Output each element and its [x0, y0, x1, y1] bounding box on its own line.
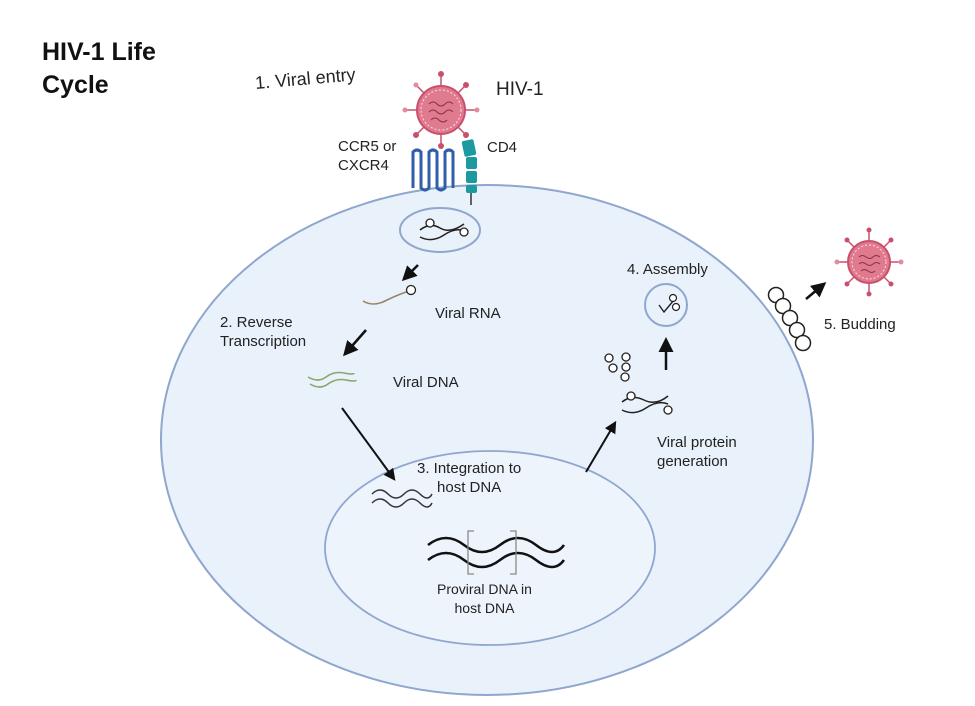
- step-3-label: 3. Integration to host DNA: [417, 460, 522, 496]
- arrow-entry-to-rna: [401, 264, 419, 282]
- released-hiv-virus-icon: [834, 227, 904, 297]
- assembly-vesicle-icon: [644, 283, 688, 327]
- step-5-label: 5. Budding: [824, 316, 896, 333]
- arrow-nucleus-to-protein: [585, 420, 617, 473]
- integrating-dna-icon: [371, 489, 433, 508]
- budding-particles-icon: [767, 286, 812, 352]
- arrow-dna-to-nucleus: [341, 407, 396, 481]
- viral-dna-icon: [307, 371, 357, 388]
- page-title: HIV-1 Life Cycle: [42, 38, 156, 99]
- endosome-icon: [399, 207, 481, 253]
- viral-protein-icon: [621, 391, 673, 415]
- ccr5-cxcr4-receptor-icon: [411, 148, 455, 192]
- viral-rna-icon: [362, 284, 417, 305]
- arrow-budding: [805, 282, 827, 300]
- proviral-dna-label: Proviral DNA in host DNA: [437, 581, 532, 616]
- hiv-virus-icon: [402, 71, 480, 149]
- coreceptor-label: CCR5 or CXCR4: [338, 138, 397, 174]
- step-4-label: 4. Assembly: [627, 261, 708, 278]
- cd4-label: CD4: [487, 139, 518, 156]
- viral-dna-label: Viral DNA: [393, 374, 459, 391]
- proviral-dna-icon: [427, 530, 566, 575]
- cd4-receptor-icon: [461, 139, 477, 205]
- viral-rna-label: Viral RNA: [435, 305, 501, 322]
- hiv-1-label: HIV-1: [496, 79, 544, 100]
- arrow-rna-to-dna: [343, 329, 367, 357]
- step-2-label: 2. Reverse Transcription: [220, 314, 307, 350]
- viral-protein-label: Viral protein generation: [657, 434, 737, 470]
- protein-cluster-icon: [604, 352, 631, 382]
